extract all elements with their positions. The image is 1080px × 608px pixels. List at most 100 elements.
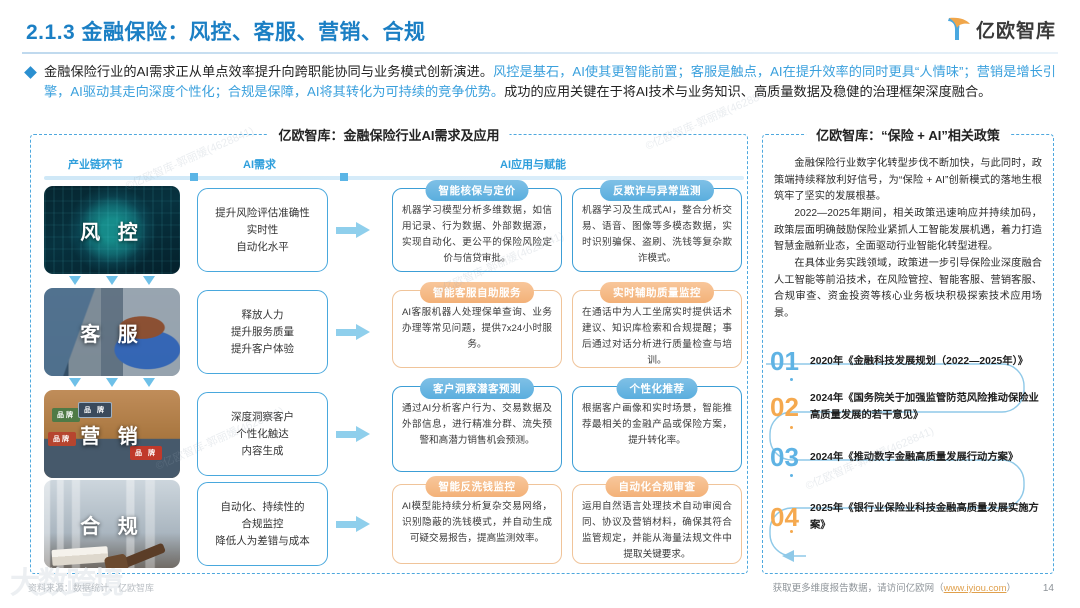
policy-item: 03 2024年《推动数字金融高质量发展行动方案》 (770, 444, 1046, 470)
header-divider (22, 52, 1058, 54)
policy-paragraph-3: 在具体业务实践领域，政策进一步引导保险业深度融合人工智能等前沿技术，在风险管控、… (774, 258, 1042, 319)
app-card: 智能客服自助服务 AI客服机器人处理保单查询、业务办理等常见问题，提供7x24小… (392, 282, 562, 368)
demand-line: 实时性 (246, 223, 279, 236)
policy-dot (790, 530, 793, 533)
demand-box-compliance: 自动化、持续性的 合规监控 降低人为差错与成本 (197, 482, 328, 566)
policy-dot (790, 378, 793, 381)
policy-number: 04 (770, 502, 799, 532)
intro-seg-2: 成功的应用关键在于将AI技术与业务知识、高质量数据及稳健的治理框架深度融合。 (504, 84, 992, 99)
policy-paragraph-2: 2022—2025年期间，相关政策迅速响应并持续加码，政策层面明确鼓励保险业紧抓… (774, 208, 1042, 252)
timeline-connector (766, 363, 1025, 562)
app-card-body: 通过AI分析客户行为、交易数据及外部信息，进行精准分群、流失预警和高潜力销售机会… (402, 403, 552, 446)
chain-label: 风 控 (80, 221, 144, 244)
demand-line: 提升客户体验 (231, 342, 294, 355)
app-card-title: 智能核保与定价 (425, 180, 529, 201)
down-arrow-icon (106, 378, 118, 387)
chain-label: 营 销 (80, 425, 144, 448)
policy-dot (790, 474, 793, 477)
chain-tile-compliance: 合 规 (44, 480, 180, 568)
chain-label: 客 服 (80, 323, 144, 346)
column-tick-1 (190, 173, 198, 181)
down-arrow-icon (143, 378, 155, 387)
policy-text: 2024年《推动数字金融高质量发展行动方案》 (810, 451, 1019, 463)
policy-item: 02 2024年《国务院关于加强监管防范风险推动保险业高质量发展的若干意见》 (770, 390, 1046, 424)
footer-note-text: 获取更多维度报告数据，请访问亿欧网（ (772, 583, 944, 594)
page-title: 2.1.3 金融保险：风控、客服、营销、合规 (26, 21, 426, 44)
chain-tile-customerservice: 客 服 (44, 288, 180, 376)
chain-arrows-1 (44, 276, 180, 290)
app-card-title: 智能反洗钱监控 (425, 476, 529, 497)
intro-paragraph: 金融保险行业的AI需求正从单点效率提升向跨职能协同与业务模式创新演进。风控是基石… (24, 62, 1056, 102)
down-arrow-icon (106, 276, 118, 285)
demand-line: 自动化水平 (236, 240, 289, 253)
diamond-bullet-icon (24, 66, 37, 79)
intro-seg-0: 金融保险行业的AI需求正从单点效率提升向跨职能协同与业务模式创新演进。 (44, 64, 494, 79)
app-card-title: 反欺诈与异常监测 (600, 180, 714, 201)
demand-line: 深度洞察客户 (231, 410, 294, 423)
demand-line: 降低人为差错与成本 (215, 534, 310, 547)
brand-chip: 品牌 (52, 408, 80, 422)
intro-seg-1: 风控是基石，AI使其更智能前置；客服是触点，AI在提升效率的同时更具“人情味”；… (44, 64, 1056, 99)
iyiou-link[interactable]: www.iyiou.com (943, 583, 1007, 594)
demand-line: 个性化触达 (236, 427, 289, 440)
intro-text: 金融保险行业的AI需求正从单点效率提升向跨职能协同与业务模式创新演进。风控是基石… (44, 62, 1056, 102)
app-card-body: 运用自然语言处理技术自动审阅合同、协议及营销材料，确保其符合监管规定，并能从海量… (582, 501, 732, 560)
demand-line: 合规监控 (241, 517, 284, 530)
policy-text: 2024年《国务院关于加强监管防范风险推动保险业高质量发展的若干意见》 (810, 393, 1039, 421)
column-header-demand: AI需求 (243, 159, 276, 171)
policy-dot (790, 426, 793, 429)
footer-note: 获取更多维度报告数据，请访问亿欧网（www.iyiou.com） (773, 580, 1016, 594)
app-card-title: 个性化推荐 (616, 378, 698, 399)
right-arrow-icon (336, 426, 370, 442)
policy-item: 01 2020年《金融科技发展规划（2022—2025年）》 (770, 348, 1046, 374)
logo-text: 亿欧智库 (975, 20, 1056, 42)
app-card-title: 客户洞察潜客预测 (420, 378, 534, 399)
policy-item: 04 2025年《银行业保险业科技金融高质量发展实施方案》 (770, 500, 1046, 534)
app-card-body: 机器学习及生成式AI，整合分析交易、语音、图像等多模态数据，实时识别骗保、盗刷、… (582, 205, 732, 264)
demand-box-customerservice: 释放人力 提升服务质量 提升客户体验 (197, 290, 328, 374)
app-card: 智能反洗钱监控 AI模型能持续分析复杂交易网络，识别隐蔽的洗钱模式，并自动生成可… (392, 476, 562, 564)
policy-text: 2020年《金融科技发展规划（2022—2025年）》 (810, 355, 1029, 367)
app-card: 自动化合规审查 运用自然语言处理技术自动审阅合同、协议及营销材料，确保其符合监管… (572, 476, 742, 564)
column-header-application: AI应用与赋能 (500, 159, 566, 171)
left-panel-frame: 亿欧智库：金融保险行业AI需求及应用 (30, 125, 748, 574)
left-panel-caption: 亿欧智库：金融保险行业AI需求及应用 (268, 125, 510, 144)
right-arrow-icon (336, 516, 370, 532)
down-arrow-icon (69, 378, 81, 387)
iyiou-logo-icon (946, 15, 972, 43)
policy-paragraph-1: 金融保险行业数字化转型步伐不断加快，与此同时，政策端持续释放利好信号，为“保险 … (774, 158, 1042, 202)
chain-tile-marketing: 品牌 品 牌 品牌 品 牌 营 销 (44, 390, 180, 478)
brand-logo: 亿欧智库 (946, 14, 1056, 44)
brand-chip: 品牌 (48, 432, 76, 446)
down-arrow-icon (143, 276, 155, 285)
column-header-chain: 产业链环节 (68, 159, 123, 171)
demand-line: 内容生成 (241, 444, 284, 457)
footer-source: 资料来源：数据统计、亿欧智库 (28, 583, 155, 593)
policy-text: 2025年《银行业保险业科技金融高质量发展实施方案》 (810, 503, 1039, 531)
page-number: 14 (1042, 583, 1054, 594)
policy-timeline: 01 2020年《金融科技发展规划（2022—2025年）》 02 2024年《… (766, 334, 1050, 566)
demand-line: 释放人力 (241, 308, 284, 321)
brand-chip: 品 牌 (78, 402, 112, 418)
chain-label: 合 规 (80, 515, 144, 538)
footer-note-end: ） (1006, 583, 1016, 594)
right-panel-caption: 亿欧智库：“保险 + AI”相关政策 (806, 125, 1010, 144)
chain-arrows-2 (44, 378, 180, 392)
app-card-title: 实时辅助质量监控 (600, 282, 714, 303)
app-card: 智能核保与定价 机器学习模型分析多维数据，如信用记录、行为数据、外部数据源，实现… (392, 180, 562, 272)
app-card-body: 机器学习模型分析多维数据，如信用记录、行为数据、外部数据源，实现自动化、更公平的… (402, 205, 552, 264)
demand-line: 提升风险评估准确性 (215, 206, 310, 219)
gavel-icon (114, 542, 166, 568)
demand-box-marketing: 深度洞察客户 个性化触达 内容生成 (197, 392, 328, 476)
footer-watermark-logo: 大数跨境 (10, 567, 124, 600)
app-card-title: 自动化合规审查 (605, 476, 709, 497)
app-card: 实时辅助质量监控 在通话中为人工坐席实时提供话术建议、知识库检索和合规提醒；事后… (572, 282, 742, 368)
demand-line: 提升服务质量 (231, 325, 294, 338)
chain-tile-riskcontrol: 风 控 (44, 186, 180, 274)
demand-box-riskcontrol: 提升风险评估准确性 实时性 自动化水平 (197, 188, 328, 272)
policy-number: 03 (770, 442, 799, 472)
demand-line: 自动化、持续性的 (220, 500, 305, 513)
brand-chip: 品 牌 (130, 446, 162, 460)
app-card-body: AI客服机器人处理保单查询、业务办理等常见问题，提供7x24小时服务。 (402, 307, 552, 350)
column-tick-2 (340, 173, 348, 181)
